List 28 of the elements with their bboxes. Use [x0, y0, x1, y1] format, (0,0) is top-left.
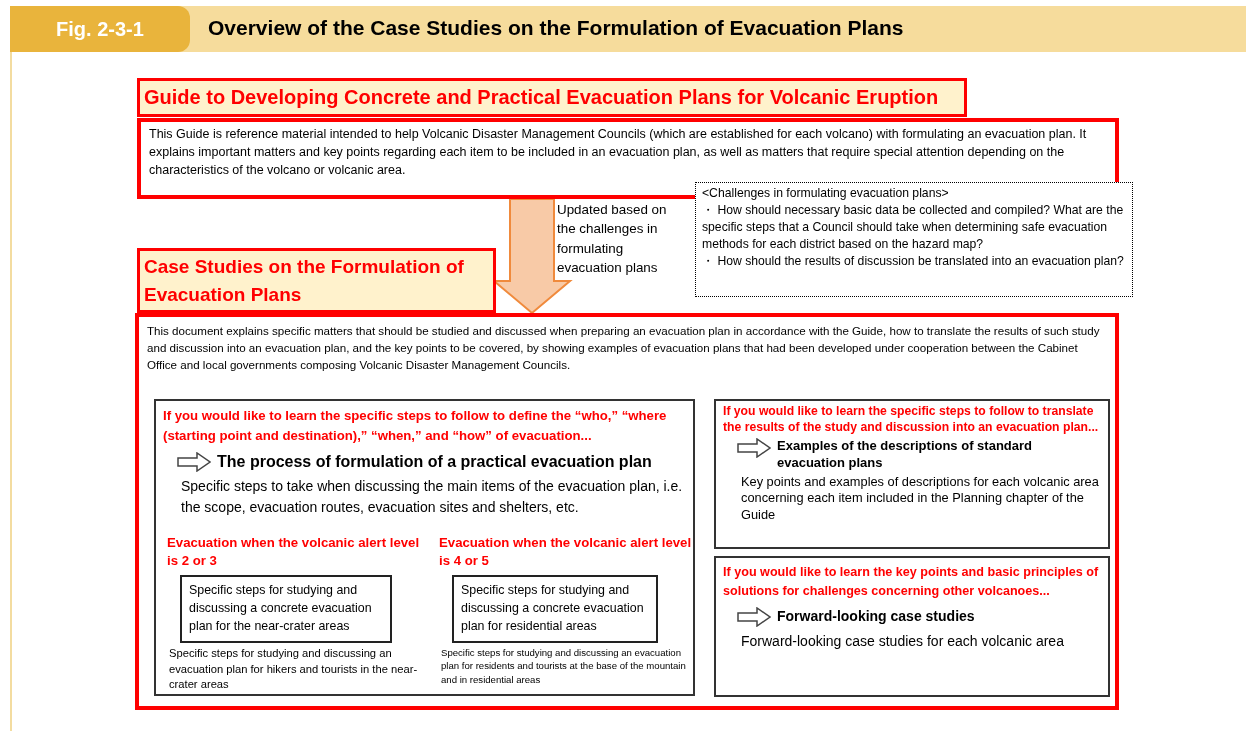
- guidance-panel: [154, 399, 695, 696]
- process-title: Examples of the descriptions of standard evacuation plans: [777, 437, 1033, 472]
- alert-level-heading: Evacuation when the volcanic alert level is 4 or 5: [439, 534, 693, 571]
- case-studies-panel: [135, 313, 1119, 710]
- note-bullet: ・ How should the results of discussion be translated into an evacuation plan?: [702, 253, 1125, 271]
- panel-body: Key points and examples of descriptions for each volcanic area concerning each item included in the Planning chapter of the Guide: [741, 473, 1100, 524]
- title-box: Guide to Developing Concrete and Practical Evacuation Plans for Volcanic Eruption: [137, 78, 967, 117]
- panel-body: Forward-looking case studies for each volcanic area: [741, 631, 1065, 651]
- guidance-panel: [714, 556, 1110, 697]
- figure-number: Fig. 2-3-1: [10, 6, 190, 52]
- panel-heading: If you would like to learn the specific steps to follow to translate the results of the study and discussion into an evacuation plan...: [723, 404, 1100, 436]
- panel-body: Specific steps to take when discussing the main items of the evacuation plan, i.e. the scope, evacuation routes, evacuation sites and shelters, etc.: [181, 477, 684, 517]
- panel-heading: If you would like to learn the specific steps to follow to define the “who,” “where (starting point and destination),” “when,” and “how” of evacuation...: [163, 407, 668, 445]
- panel-heading: If you would like to learn the key points and basic principles of solutions for challenges concerning other volcanoes...: [723, 564, 1100, 600]
- process-title: Forward-looking case studies: [777, 606, 975, 625]
- title-box: Case Studies on the Formulation of Evacuation Plans: [137, 248, 496, 314]
- description-text: This document explains specific matters that should be studied and discussed when preparing an evacuation plan in accordance with the Guide, how to translate the results of such study and discussion into an evacuation plan, and the key points to be covered, by showing examples of evacuation plans that had been developed under cooperation between the Cabinet Office and local governments composing Volcanic Disaster Management Councils.: [147, 323, 1101, 373]
- note-bullet: ・ How should necessary basic data be collected and compiled? What are the specific steps that a Council should take when determining safe evacuation methods for each district based on the hazard map?: [702, 202, 1125, 254]
- process-title: The process of formulation of a practical evacuation plan: [217, 451, 652, 472]
- note-heading: <Challenges in formulating evacuation plans>: [702, 185, 950, 202]
- steps-box: Specific steps for studying and discussing a concrete evacuation plan for the near-crater areas: [180, 574, 392, 643]
- steps-box: Specific steps for studying and discussing a concrete evacuation plan for residential areas: [452, 574, 658, 643]
- guidance-panel: [714, 399, 1110, 549]
- challenges-note: [695, 182, 1133, 297]
- figure-title: Overview of the Case Studies on the Formulation of Evacuation Plans: [208, 16, 904, 40]
- steps-caption: Specific steps for studying and discussing an evacuation plan for hikers and tourists in the near-crater areas: [169, 645, 419, 693]
- steps-caption: Specific steps for studying and discussing an evacuation plan for residents and tourists at the base of the mountain and in residential areas: [441, 645, 687, 687]
- alert-level-heading: Evacuation when the volcanic alert level is 2 or 3: [167, 534, 421, 571]
